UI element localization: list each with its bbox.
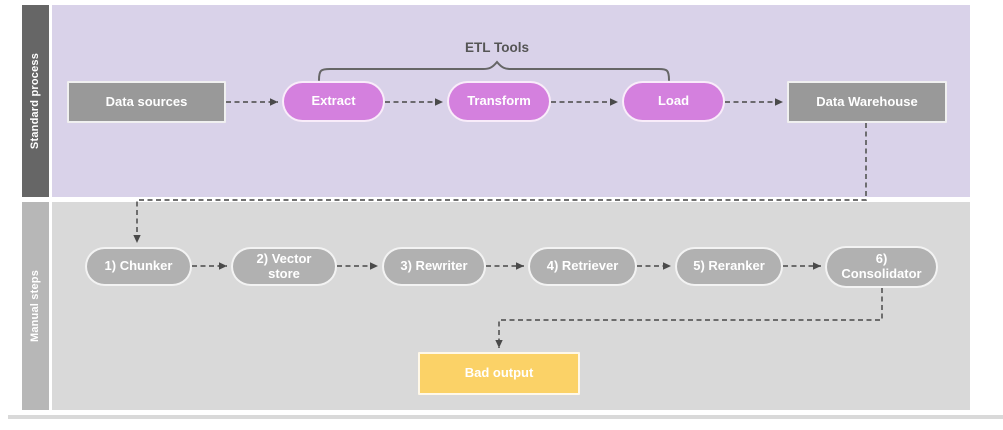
node-reranker: 5) Reranker xyxy=(675,247,783,286)
etl-tools-label: ETL Tools xyxy=(465,40,529,55)
node-vector-store: 2) Vector store xyxy=(231,247,337,286)
node-data-sources: Data sources xyxy=(67,81,226,123)
node-extract: Extract xyxy=(282,81,385,122)
lane-label-manual-steps: Manual steps xyxy=(29,269,42,343)
node-bad-output: Bad output xyxy=(418,352,580,395)
node-rewriter: 3) Rewriter xyxy=(382,247,486,286)
node-consolidator: 6) Consolidator xyxy=(825,246,938,288)
lane-label-standard-process: Standard process xyxy=(29,52,42,150)
node-chunker: 1) Chunker xyxy=(85,247,192,286)
node-transform: Transform xyxy=(447,81,551,122)
node-data-warehouse: Data Warehouse xyxy=(787,81,947,123)
lane-band-manual-steps: Manual steps xyxy=(22,202,49,410)
node-retriever: 4) Retriever xyxy=(528,247,637,286)
lane-band-standard-process: Standard process xyxy=(22,5,49,197)
bottom-divider xyxy=(8,415,1003,419)
node-load: Load xyxy=(622,81,725,122)
